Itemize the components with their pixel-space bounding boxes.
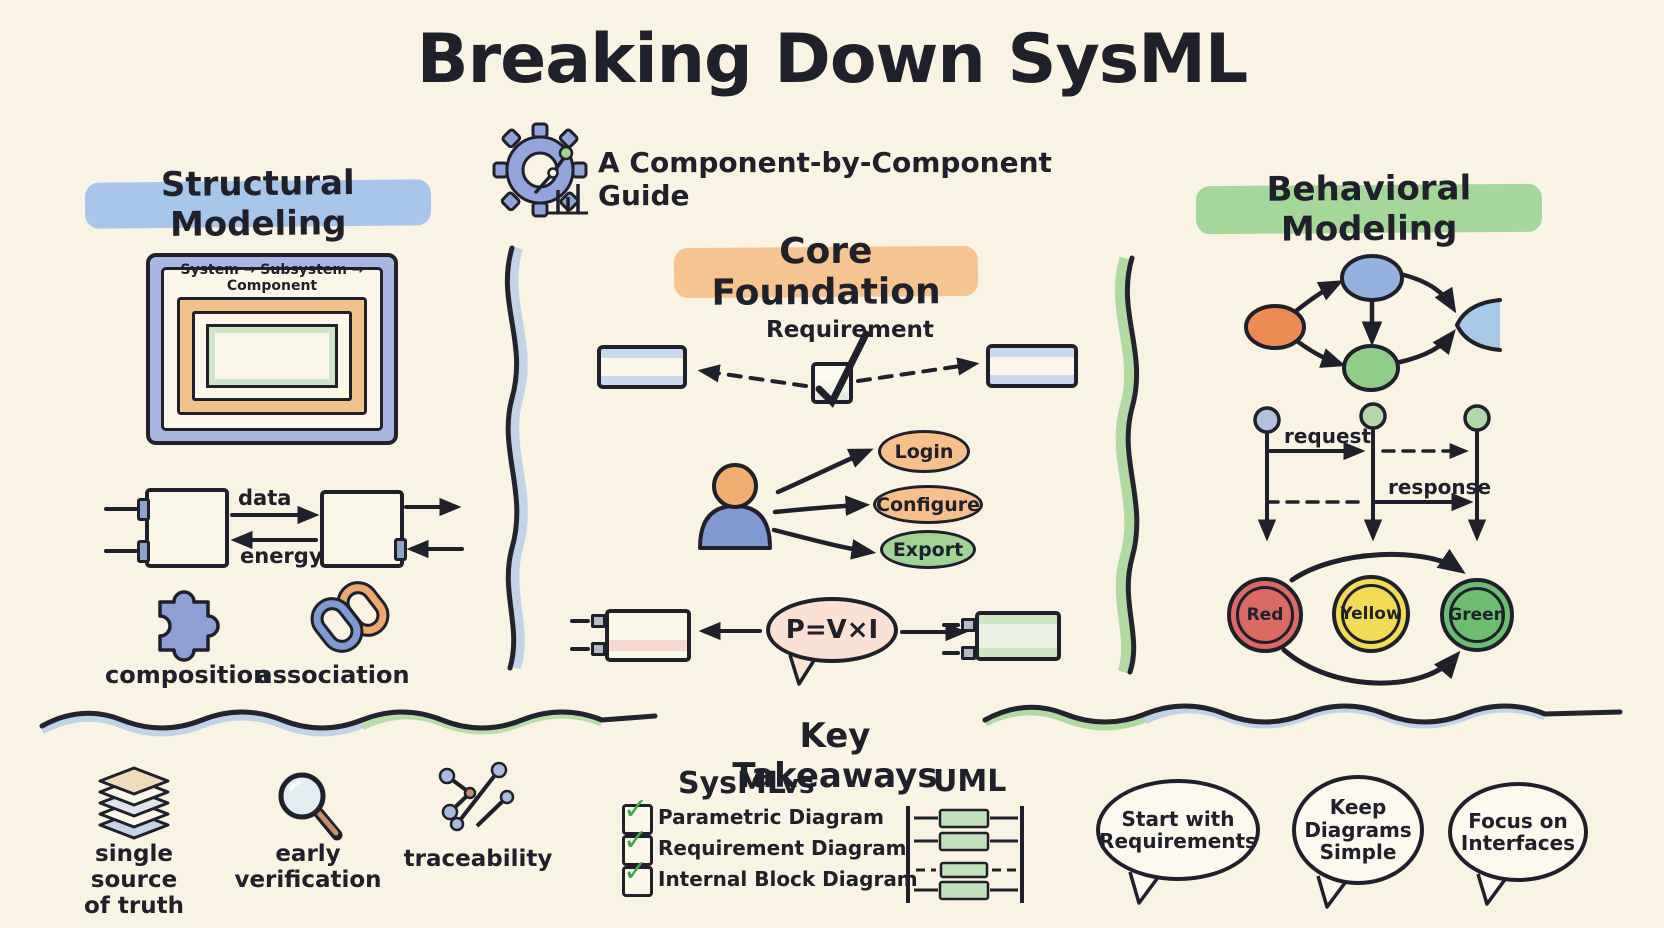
check-icon: ✓: [623, 854, 649, 889]
checklist-item: Internal Block Diagram: [658, 867, 918, 891]
benefit-early-verification: early verification: [228, 841, 388, 894]
port: [137, 498, 150, 521]
structural-heading: Structural Modeling: [84, 163, 432, 245]
behavioral-heading: Behavioral Modeling: [1195, 168, 1543, 250]
checkbox-icon: [622, 866, 653, 897]
checkbox-icon: [622, 835, 653, 866]
use-case-configure: Configure: [873, 485, 983, 524]
benefit-line: verification: [234, 866, 382, 893]
checklist-item: Requirement Diagram: [658, 836, 907, 860]
check-icon: ✓: [623, 823, 649, 858]
block-left: [145, 488, 229, 568]
state-yellow: Yellow: [1332, 575, 1410, 653]
state-red-label: Red: [1236, 586, 1294, 644]
requirement-block-left: [597, 345, 687, 389]
traceability-icon: [438, 761, 515, 832]
page-title: Breaking Down SysML: [416, 20, 1249, 99]
requirement-block-right: [986, 344, 1078, 388]
component-frame: [206, 324, 338, 388]
association-label: association: [256, 661, 410, 689]
port: [961, 646, 976, 660]
block-right: [320, 490, 404, 568]
use-case-export: Export: [880, 530, 976, 569]
page-subtitle: A Component-by-Component Guide: [598, 146, 1052, 212]
port: [394, 538, 407, 561]
benefit-single-source: single source of truth: [49, 841, 219, 919]
divider-vertical-left: [504, 245, 528, 671]
energy-flow-label: energy: [240, 544, 323, 568]
port: [961, 618, 976, 632]
parametric-block-right: [975, 611, 1061, 661]
parametric-block-left: [605, 609, 691, 662]
activity-diagram: [1244, 254, 1502, 392]
data-flow-label: data: [238, 486, 292, 510]
magnifier-icon: [278, 772, 343, 841]
tip-bubble-interfaces: Focus on Interfaces: [1448, 782, 1588, 882]
state-yellow-label: Yellow: [1340, 584, 1402, 644]
sysml-label: SysML: [678, 766, 786, 801]
vs-label: vs: [782, 770, 815, 800]
composition-label: composition: [105, 661, 271, 689]
benefit-line: of truth: [84, 892, 184, 919]
check-icon: ✓: [623, 792, 649, 827]
requirement-label: Requirement: [766, 317, 934, 343]
request-label: request: [1284, 424, 1372, 448]
divider-vertical-right: [1114, 255, 1140, 675]
puzzle-icon: [158, 590, 220, 662]
benefit-traceability: traceability: [398, 846, 558, 873]
hierarchy-label: System → Subsystem → Component: [180, 262, 364, 294]
benefit-line: early: [275, 841, 341, 867]
takeaways-heading: Key Takeaways: [732, 716, 938, 796]
port: [591, 642, 606, 656]
benefit-line: single source: [90, 841, 178, 893]
response-label: response: [1388, 475, 1492, 499]
benefit-line: traceability: [403, 846, 553, 872]
tip-bubble-requirements: Start with Requirements: [1096, 779, 1260, 881]
actor-icon: [698, 463, 772, 550]
tip-bubble-simple: Keep Diagrams Simple: [1292, 775, 1424, 885]
use-case-login: Login: [878, 430, 970, 473]
checklist-item: Parametric Diagram: [658, 805, 884, 829]
chain-link-icon: [310, 581, 390, 653]
parametric-formula: P=V×I: [766, 597, 898, 663]
gear-chart-icon: [492, 122, 588, 218]
state-green-label: Green: [1448, 587, 1506, 643]
uml-stack-icon: [906, 806, 1024, 903]
core-heading: Core Foundation: [673, 231, 979, 314]
use-case-arrows: [771, 448, 877, 560]
checkbox-icon: [622, 804, 653, 835]
requirement-checkbox: [811, 362, 853, 404]
state-red: Red: [1227, 577, 1303, 653]
port: [137, 540, 150, 563]
uml-label: UML: [933, 764, 1007, 799]
state-green: Green: [1440, 578, 1514, 652]
port: [591, 614, 606, 628]
layers-icon: [98, 766, 170, 840]
